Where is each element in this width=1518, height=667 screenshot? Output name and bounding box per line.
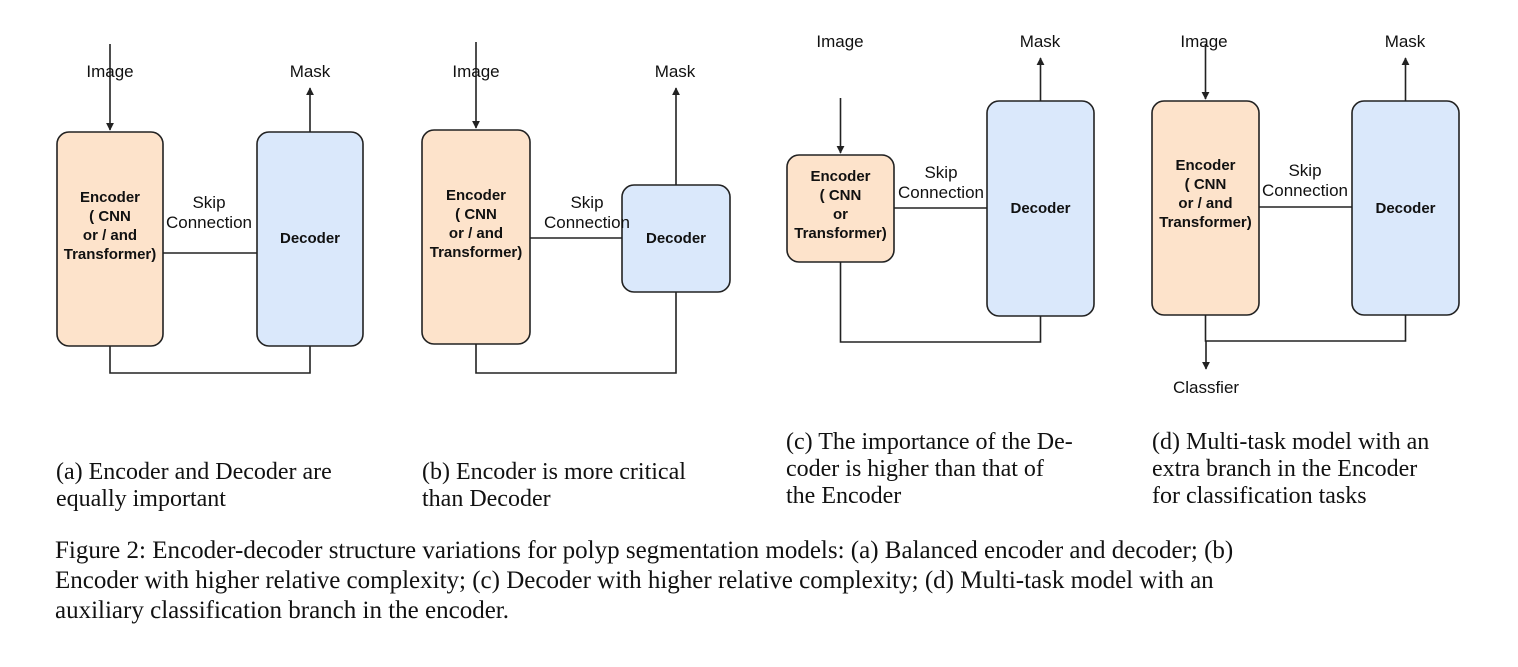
skip-connection-label: Connection xyxy=(544,213,630,232)
panel-caption: (b) Encoder is more critical xyxy=(422,459,686,485)
decoder-label: Decoder xyxy=(280,230,340,247)
encoder-block xyxy=(56,131,164,347)
mask-label: Mask xyxy=(1385,32,1426,51)
mask-label: Mask xyxy=(655,62,696,81)
panel-caption: coder is higher than that of xyxy=(786,456,1044,482)
figure-caption-line: Figure 2: Encoder-decoder structure vari… xyxy=(55,537,1233,564)
panel-caption: extra branch in the Encoder xyxy=(1152,456,1417,482)
bottom-connection-line xyxy=(475,292,677,374)
skip-connection-label: Connection xyxy=(898,183,984,202)
image-label: Image xyxy=(816,32,863,51)
decoder-block xyxy=(256,131,364,347)
decoder-block xyxy=(986,100,1095,317)
figure-caption: Figure 2: Encoder-decoder structure vari… xyxy=(55,537,1233,624)
encoder-label: or / and xyxy=(83,227,137,244)
encoder-label: Encoder xyxy=(810,168,870,185)
decoder-label: Decoder xyxy=(646,230,706,247)
bottom-connection-line xyxy=(839,262,1042,343)
encoder-label: Transformer) xyxy=(1159,214,1252,231)
encoder-block xyxy=(421,129,531,345)
bottom-connection-line xyxy=(109,346,311,374)
encoder-label: Encoder xyxy=(1175,157,1235,174)
skip-connection-label: Skip xyxy=(570,193,603,212)
panel-caption: (d) Multi-task model with an xyxy=(1152,429,1429,455)
encoder-label: or / and xyxy=(1178,195,1232,212)
encoder-block xyxy=(786,154,895,263)
encoder-label: ( CNN xyxy=(455,206,497,223)
skip-connection-label: Skip xyxy=(924,163,957,182)
panel-caption: equally important xyxy=(56,486,226,512)
figure-caption-line: Encoder with higher relative complexity;… xyxy=(55,567,1214,594)
encoder-label: ( CNN xyxy=(89,208,131,225)
skip-connection-label: Skip xyxy=(1288,161,1321,180)
decoder-label: Decoder xyxy=(1010,200,1070,217)
encoder-label: Encoder xyxy=(446,187,506,204)
mask-label: Mask xyxy=(290,62,331,81)
encoder-label: Encoder xyxy=(80,189,140,206)
image-label: Image xyxy=(86,62,133,81)
figure-caption-line: auxiliary classification branch in the e… xyxy=(55,597,509,624)
skip-connection-label: Connection xyxy=(166,213,252,232)
encoder-label: Transformer) xyxy=(430,244,523,261)
mask-label: Mask xyxy=(1020,32,1061,51)
encoder-label: ( CNN xyxy=(1185,176,1227,193)
encoder-block xyxy=(1151,100,1260,316)
classifier-label: Classfier xyxy=(1173,378,1239,397)
panel-caption: for classification tasks xyxy=(1152,483,1367,509)
decoder-block xyxy=(621,184,731,293)
encoder-label: Transformer) xyxy=(794,225,887,242)
panel-caption: (a) Encoder and Decoder are xyxy=(56,459,332,485)
panel-caption: (c) The importance of the De- xyxy=(786,429,1073,455)
panel-caption: the Encoder xyxy=(786,483,901,509)
image-label: Image xyxy=(1180,32,1227,51)
skip-connection-label: Skip xyxy=(192,193,225,212)
encoder-label: ( CNN xyxy=(820,187,862,204)
decoder-label: Decoder xyxy=(1375,200,1435,217)
bottom-connection-line xyxy=(1204,315,1407,342)
decoder-block xyxy=(1351,100,1460,316)
panel-caption: than Decoder xyxy=(422,486,551,512)
encoder-label: Transformer) xyxy=(64,246,157,263)
encoder-label: or xyxy=(833,206,848,223)
encoder-label: or / and xyxy=(449,225,503,242)
skip-connection-label: Connection xyxy=(1262,181,1348,200)
image-label: Image xyxy=(452,62,499,81)
